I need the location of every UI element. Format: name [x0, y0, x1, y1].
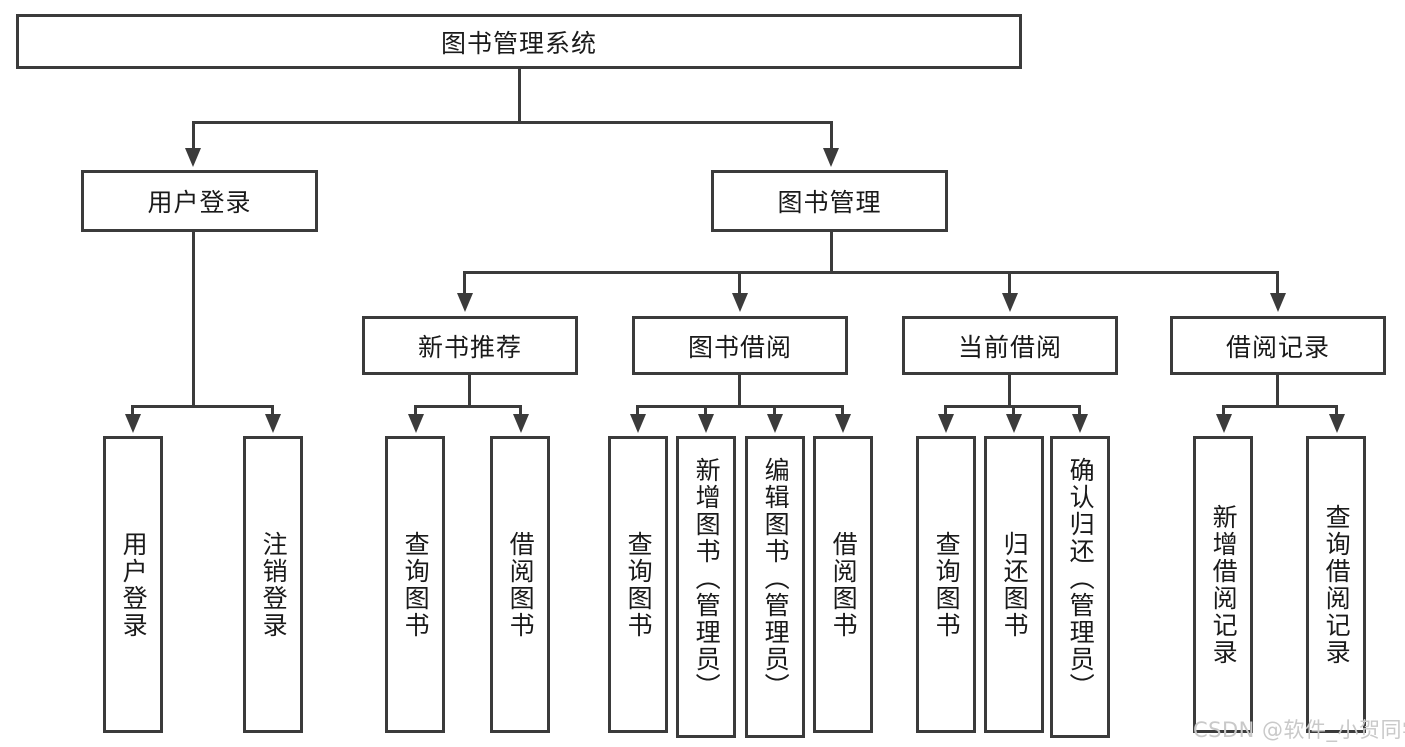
- connector-userlogin-to-leaf1: [131, 405, 134, 417]
- leaf-borrowrecord-query-record-label: 查询借阅记录: [1322, 503, 1352, 666]
- leaf-currentborrow-return-book-label: 归还图书: [1000, 530, 1030, 639]
- connector-borrowrecord-to-leaf1: [1222, 405, 1225, 417]
- node-book-borrow[interactable]: 图书借阅: [632, 316, 848, 375]
- leaf-user-login[interactable]: 用户登录: [103, 436, 163, 733]
- connector-bookmgmt-stem: [830, 232, 833, 273]
- leaf-newbook-borrow-book-label: 借阅图书: [506, 530, 536, 639]
- leaf-logout-label: 注销登录: [259, 530, 289, 639]
- leaf-bookborrow-borrow-book-label: 借阅图书: [829, 530, 859, 639]
- node-book-management-label: 图书管理: [777, 188, 882, 217]
- connector-bookmgmt-to-current: [1008, 271, 1011, 295]
- leaf-bookborrow-edit-book-label: 编辑图书（管理员）: [761, 457, 791, 700]
- connector-bookmgmt-to-record: [1276, 271, 1279, 295]
- connector-bookmgmt-to-newbook: [463, 271, 466, 295]
- connector-bookborrow-stem: [738, 375, 741, 407]
- node-current-borrow[interactable]: 当前借阅: [902, 316, 1118, 375]
- connector-newbook-bus: [414, 405, 522, 408]
- connector-root-to-userlogin: [192, 121, 195, 150]
- leaf-currentborrow-confirm-return[interactable]: 确认归还（管理员）: [1050, 436, 1110, 738]
- arrow-bookborrow-to-leaf3: [767, 414, 783, 433]
- connector-bookmgmt-to-borrow: [738, 271, 741, 295]
- connector-currentborrow-bus: [944, 405, 1078, 408]
- leaf-newbook-borrow-book[interactable]: 借阅图书: [490, 436, 550, 733]
- connector-currentborrow-to-leaf2: [1012, 405, 1015, 417]
- leaf-currentborrow-query-book[interactable]: 查询图书: [916, 436, 976, 733]
- connector-userlogin-bus: [131, 405, 274, 408]
- connector-root-bus: [192, 121, 833, 124]
- leaf-user-login-label: 用户登录: [119, 530, 149, 639]
- arrow-bookborrow-to-leaf4: [835, 414, 851, 433]
- leaf-newbook-query-book[interactable]: 查询图书: [385, 436, 445, 733]
- leaf-currentborrow-return-book[interactable]: 归还图书: [984, 436, 1044, 733]
- node-borrow-record-label: 借阅记录: [1225, 332, 1330, 362]
- node-current-borrow-label: 当前借阅: [957, 332, 1062, 362]
- leaf-bookborrow-borrow-book[interactable]: 借阅图书: [813, 436, 873, 733]
- node-book-management[interactable]: 图书管理: [711, 170, 948, 232]
- arrow-root-to-userlogin: [185, 148, 201, 167]
- arrow-bookborrow-to-leaf1: [630, 414, 646, 433]
- connector-borrowrecord-bus: [1222, 405, 1338, 408]
- connector-currentborrow-to-leaf3: [1078, 405, 1081, 417]
- connector-borrowrecord-stem: [1276, 375, 1279, 407]
- arrow-bookborrow-to-leaf2: [698, 414, 714, 433]
- leaf-bookborrow-query-book-label: 查询图书: [624, 530, 654, 639]
- connector-newbook-stem: [468, 375, 471, 407]
- connector-currentborrow-to-leaf1: [944, 405, 947, 417]
- leaf-bookborrow-add-book[interactable]: 新增图书（管理员）: [676, 436, 736, 738]
- arrow-borrowrecord-to-leaf1: [1216, 414, 1232, 433]
- connector-borrowrecord-to-leaf2: [1335, 405, 1338, 417]
- leaf-borrowrecord-add-record[interactable]: 新增借阅记录: [1193, 436, 1253, 733]
- connector-bookborrow-to-leaf4: [841, 405, 844, 417]
- connector-newbook-to-leaf2: [519, 405, 522, 417]
- connector-newbook-to-leaf1: [414, 405, 417, 417]
- connector-userlogin-stem: [192, 232, 195, 407]
- connector-bookborrow-to-leaf1: [636, 405, 639, 417]
- node-new-book-recommend-label: 新书推荐: [417, 332, 522, 362]
- arrow-userlogin-to-leaf1: [125, 414, 141, 433]
- leaf-logout[interactable]: 注销登录: [243, 436, 303, 733]
- arrow-bookmgmt-to-borrow: [732, 293, 748, 312]
- arrow-borrowrecord-to-leaf2: [1329, 414, 1345, 433]
- arrow-bookmgmt-to-current: [1002, 293, 1018, 312]
- arrow-bookmgmt-to-newbook: [457, 293, 473, 312]
- connector-bookborrow-to-leaf3: [773, 405, 776, 417]
- leaf-borrowrecord-add-record-label: 新增借阅记录: [1209, 503, 1239, 666]
- leaf-bookborrow-add-book-label: 新增图书（管理员）: [692, 457, 722, 700]
- arrow-currentborrow-to-leaf3: [1072, 414, 1088, 433]
- leaf-newbook-query-book-label: 查询图书: [401, 530, 431, 639]
- leaf-currentborrow-query-book-label: 查询图书: [932, 530, 962, 639]
- connector-userlogin-to-leaf2: [271, 405, 274, 417]
- leaf-currentborrow-confirm-return-label: 确认归还（管理员）: [1066, 457, 1096, 700]
- leaf-bookborrow-query-book[interactable]: 查询图书: [608, 436, 668, 733]
- arrow-currentborrow-to-leaf2: [1006, 414, 1022, 433]
- connector-root-to-bookmgmt: [830, 121, 833, 150]
- arrow-newbook-to-leaf1: [408, 414, 424, 433]
- connector-bookborrow-bus: [636, 405, 844, 408]
- node-borrow-record[interactable]: 借阅记录: [1170, 316, 1386, 375]
- node-new-book-recommend[interactable]: 新书推荐: [362, 316, 578, 375]
- arrow-bookmgmt-to-record: [1270, 293, 1286, 312]
- node-book-borrow-label: 图书借阅: [687, 332, 792, 362]
- arrow-root-to-bookmgmt: [823, 148, 839, 167]
- csdn-watermark: CSDN @软件_小贺同学: [1193, 718, 1405, 742]
- leaf-bookborrow-edit-book[interactable]: 编辑图书（管理员）: [745, 436, 805, 738]
- arrow-newbook-to-leaf2: [513, 414, 529, 433]
- node-root[interactable]: 图书管理系统: [16, 14, 1022, 69]
- node-user-login-label: 用户登录: [147, 188, 252, 217]
- node-root-label: 图书管理系统: [440, 28, 597, 58]
- connector-bookborrow-to-leaf2: [704, 405, 707, 417]
- connector-root-stem: [518, 69, 521, 121]
- node-user-login[interactable]: 用户登录: [81, 170, 318, 232]
- connector-bookmgmt-bus: [463, 271, 1279, 274]
- arrow-currentborrow-to-leaf1: [938, 414, 954, 433]
- connector-currentborrow-stem: [1008, 375, 1011, 407]
- leaf-borrowrecord-query-record[interactable]: 查询借阅记录: [1306, 436, 1366, 733]
- arrow-userlogin-to-leaf2: [265, 414, 281, 433]
